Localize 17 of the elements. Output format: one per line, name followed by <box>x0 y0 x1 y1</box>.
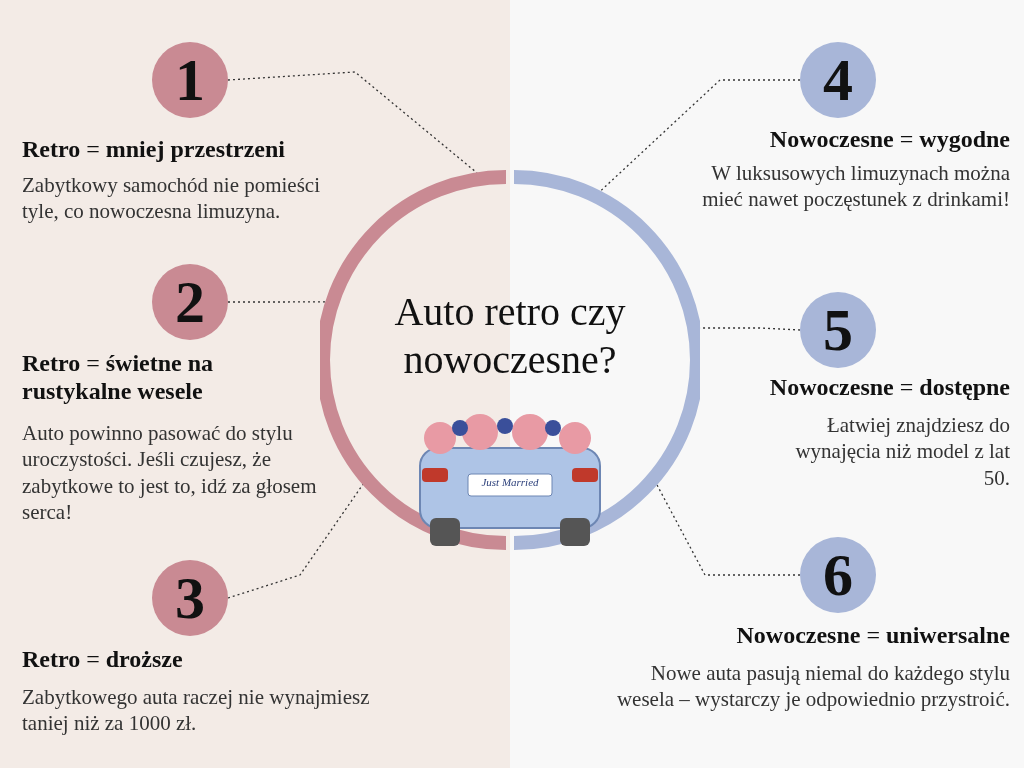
heading: Retro = droższe <box>22 646 184 674</box>
heading: Retro = mniej przestrzeni <box>22 136 286 164</box>
heading: Nowoczesne = uniwersalne <box>735 622 1010 650</box>
leader-line <box>227 481 366 599</box>
description-text: Zabytkowego auta raczej nie wynajmiesz taniej niż za 1000 zł. <box>22 684 371 737</box>
description-text: Nowe auta pasują niemal do każdego stylu wesela – wystarczy je odpowiednio przystroić. <box>615 660 1010 713</box>
title-text: Auto retro czy nowoczesne? <box>393 288 627 384</box>
description-text: Łatwiej znajdziesz do wynajęcia niż model z lat 50. <box>794 412 1010 491</box>
description-text: Zabytkowy samochód nie pomieści tyle, co nowoczesna limuzyna. <box>22 172 322 225</box>
leader-line <box>598 79 801 193</box>
description-text: Auto powinno pasować do stylu uroczystości. Jeśli czujesz, że zabytkowe to jest to, idź za głosem serca! <box>22 420 318 525</box>
center-circle <box>320 170 700 550</box>
heading: Retro = świetne na rustykalne wesele <box>22 350 215 406</box>
heading: Nowoczesne = dostępne <box>768 374 1010 402</box>
heading: Nowoczesne = wygodne <box>768 126 1010 154</box>
description-text: W luksusowych limuzynach można mieć nawet poczęstunek z drinkami! <box>701 160 1010 213</box>
license-plate-text: Just Married <box>480 476 540 488</box>
